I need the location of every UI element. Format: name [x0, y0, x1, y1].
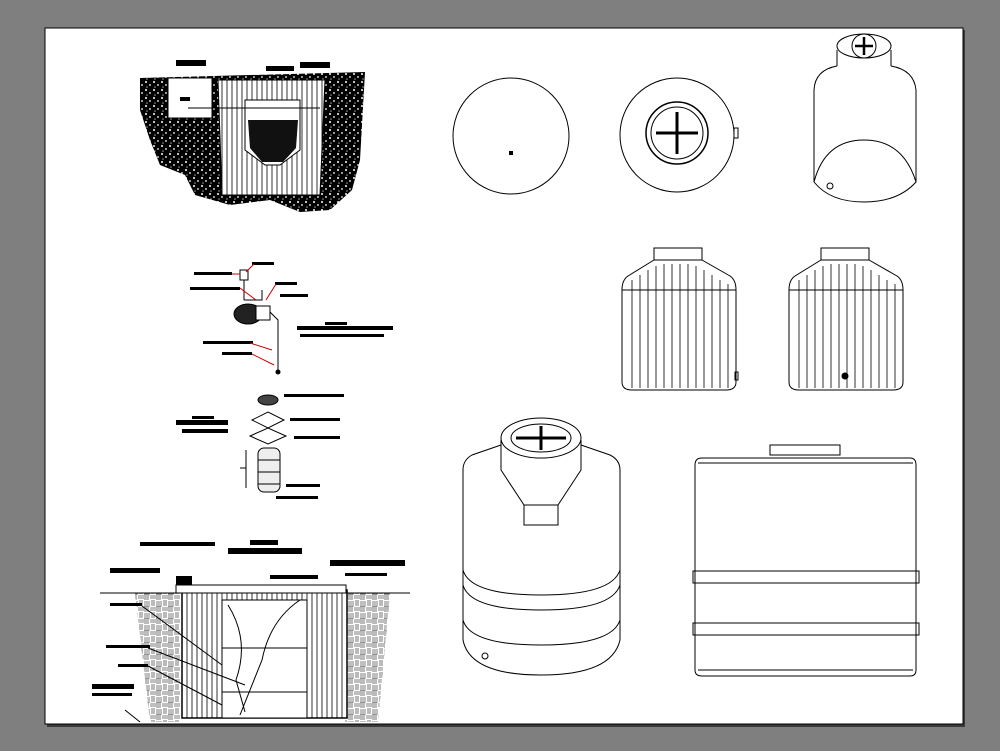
ribbed-tank-elevation-1: [621, 247, 739, 391]
pump-assembly-detail: [190, 262, 393, 375]
underground-cistern-section: [92, 540, 410, 723]
filter-exploded-detail: [176, 394, 344, 499]
tank-top-view-plain: [452, 77, 570, 195]
tank-top-view-lid: [619, 77, 739, 193]
rectangular-tank-elevation: [692, 444, 920, 677]
large-tank-elevation: [462, 417, 621, 676]
ribbed-tank-elevation-2: [788, 247, 904, 391]
septic-tank-section: [140, 60, 365, 212]
cylindrical-tank-elevation: [813, 33, 917, 203]
